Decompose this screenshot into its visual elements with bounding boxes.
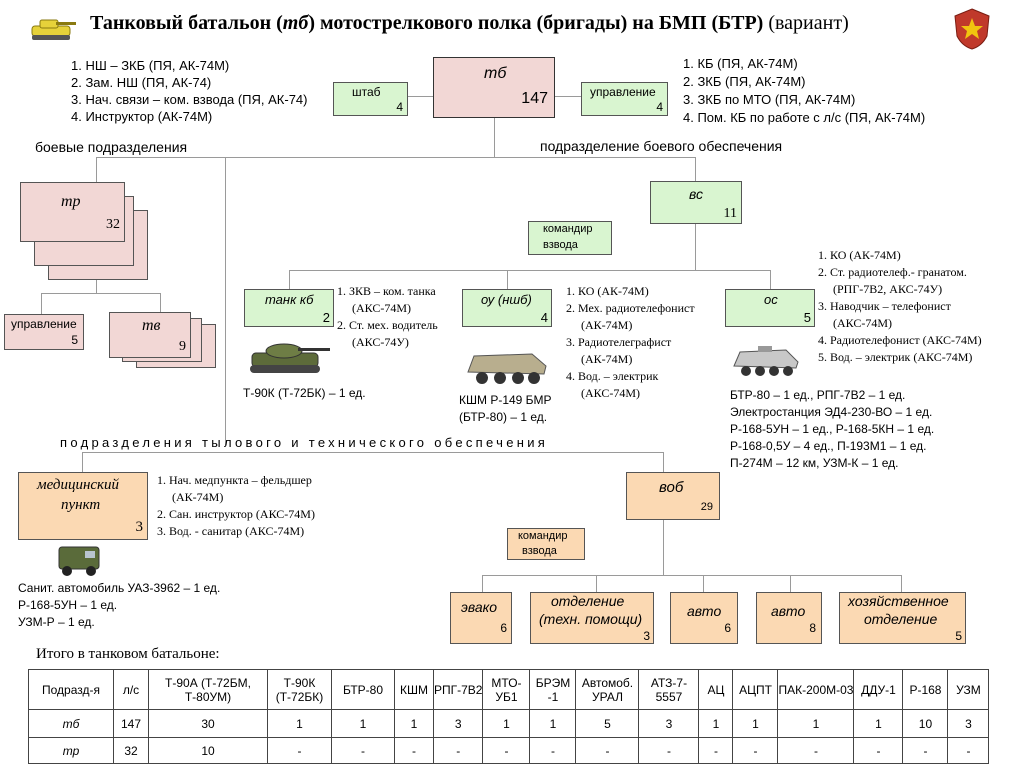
tank-kb-crew-list: 1. ЗКВ – ком. танка(АКС-74М)2. Ст. мех. … [337, 284, 438, 349]
support-units-label: подразделение боевого обеспечения [540, 138, 783, 154]
household-box: хозяйственное отделение 5 [839, 592, 966, 644]
ou-crew-list: 1. КО (АК-74М)2. Мех. радиотелефонист(АК… [566, 284, 695, 400]
page-title: Танковый батальон (тб) мотострелкового п… [90, 12, 849, 34]
combat-units-label: боевые подразделения [35, 139, 188, 155]
tank-company-box: тр 32 [20, 182, 125, 242]
summary-title: Итого в танковом батальоне: [36, 646, 220, 662]
table-header-cell: ПАК-200М-03 [777, 669, 855, 710]
table-header-cell: Р-168 [902, 669, 949, 710]
shtab-box: штаб 4 [333, 82, 408, 116]
emblem-icon [952, 8, 992, 50]
ou-caption: КШМ Р-149 БМР(БТР-80) – 1 ед. [459, 393, 552, 424]
btr80-vehicle-icon [730, 340, 800, 380]
table-header-cell: БРЭМ -1 [529, 669, 577, 710]
table-row: тр 32 10 - - - - - - - - - - - - - - [28, 737, 990, 764]
ambulance-vehicle-icon [55, 541, 105, 579]
ou-box: оу (ншб) 4 [462, 289, 552, 327]
os-caption: БТР-80 – 1 ед., РПГ-7В2 – 1 ед.Электрост… [730, 388, 935, 470]
table-header-cell: РПГ-7В2 [432, 669, 484, 710]
upravlenie-personnel-list: 1. КБ (ПЯ, АК-74М)2. ЗКБ (ПЯ, АК-74М)3. … [683, 56, 926, 125]
tank-platoon-box: тв 9 [109, 312, 191, 358]
summary-table: Подразд-я л/с Т-90А (Т-72БМ, Т-80УМ) Т-9… [28, 669, 990, 764]
table-header-cell: АЦПТ [732, 669, 779, 710]
tech-aid-box: отделение (техн. помощи) 3 [530, 592, 654, 644]
table-header-cell: Т-90К (Т-72БК) [267, 669, 332, 710]
medical-point-box: медицинский пункт 3 [18, 472, 148, 540]
medical-caption: Санит. автомобиль УАЗ-3962 – 1 ед.Р-168-… [18, 581, 221, 629]
upravlenie-box: управление 4 [581, 82, 668, 116]
table-header-cell: Т-90А (Т-72БМ, Т-80УМ) [148, 669, 268, 710]
table-header-cell: УЗМ [947, 669, 990, 710]
tank-kb-caption: Т-90К (Т-72БК) – 1 ед. [243, 386, 366, 400]
battalion-count: 147 [521, 90, 548, 107]
table-header-cell: Автомоб. УРАЛ [575, 669, 640, 710]
os-box: ос 5 [725, 289, 815, 327]
auto-box-1: авто 6 [670, 592, 738, 644]
auto-box-2: авто 8 [756, 592, 822, 644]
platoon-commander-box-2: командир взвода [507, 528, 585, 560]
table-header-cell: ДДУ-1 [853, 669, 904, 710]
table-header-cell: АЦ [698, 669, 734, 710]
table-header-row: Подразд-я л/с Т-90А (Т-72БМ, Т-80УМ) Т-9… [28, 669, 990, 710]
table-header-cell: КШМ [394, 669, 434, 710]
tank-kb-box: танк кб 2 [244, 289, 334, 327]
support-platoon-box: воб 29 [626, 472, 720, 520]
shtab-personnel-list: 1. НШ – ЗКБ (ПЯ, АК-74М)2. Зам. НШ (ПЯ, … [71, 58, 308, 124]
signal-platoon-box: вс 11 [650, 181, 742, 224]
table-row: тб 147 30 1 1 1 3 1 1 5 3 1 1 1 1 10 3 [28, 709, 990, 738]
tank-logo-icon [26, 14, 78, 44]
os-crew-list: 1. КО (АК-74М)2. Ст. радиотелеф.- гранат… [818, 248, 982, 364]
tank-t90k-icon [246, 335, 332, 377]
kshm-vehicle-icon [462, 342, 550, 388]
rear-units-label: подразделения тылового и технического об… [60, 435, 549, 450]
battalion-hq-box: тб 147 [433, 57, 555, 118]
tr-upravlenie-box: управление 5 [4, 314, 84, 350]
table-header-cell: АТЗ-7-5557 [638, 669, 700, 710]
table-header-cell: л/с [113, 669, 149, 710]
table-header-cell: МТО-УБ1 [482, 669, 531, 710]
evako-box: эвако 6 [450, 592, 512, 644]
table-header-cell: БТР-80 [331, 669, 395, 710]
medical-staff-list: 1. Нач. медпункта – фельдшер(АК-74М)2. С… [157, 473, 315, 538]
platoon-commander-box: командир взвода [528, 221, 612, 255]
battalion-name: тб [484, 65, 507, 82]
table-header-cell: Подразд-я [28, 669, 114, 710]
